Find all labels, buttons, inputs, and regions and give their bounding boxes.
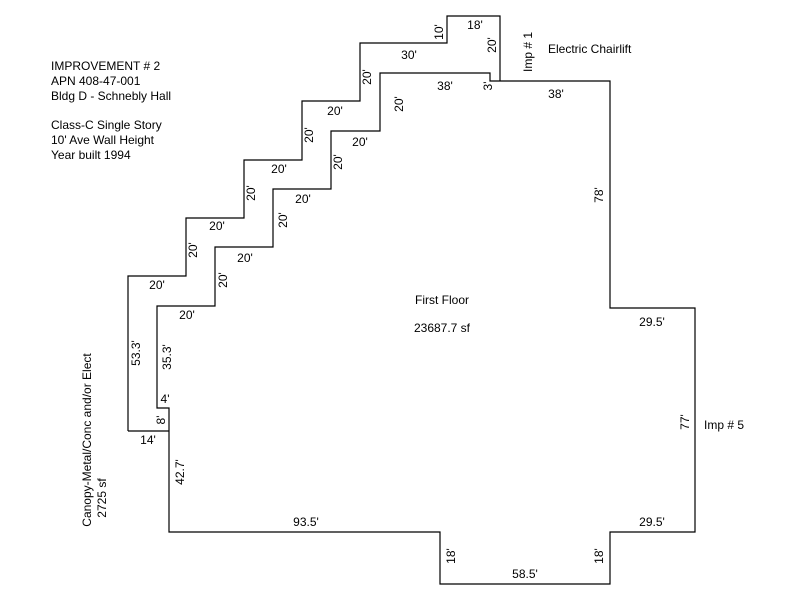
first-floor-label: First Floor — [415, 293, 469, 307]
imp5-label: Imp # 5 — [704, 418, 744, 432]
building-class: Class-C Single Story — [51, 118, 162, 132]
dim-20-imp1: 20' — [485, 37, 499, 53]
building-step-h1: 20' — [179, 308, 195, 322]
imp1-label: Imp # 1 — [521, 32, 535, 72]
canopy-step-v4: 20' — [360, 69, 374, 85]
dim-93-5: 93.5' — [293, 515, 319, 529]
canopy-step-v2: 20' — [244, 185, 258, 201]
electric-chairlift-label: Electric Chairlift — [548, 42, 632, 56]
building-step-v2: 20' — [276, 212, 290, 228]
building-name: Bldg D - Schnebly Hall — [51, 89, 172, 103]
building-step-v3: 20' — [331, 154, 345, 170]
dim-42-7: 42.7' — [173, 459, 187, 485]
building-step-h4: 20' — [352, 135, 368, 149]
year-built: Year built 1994 — [51, 148, 131, 162]
dim-18-top: 18' — [467, 18, 483, 32]
construction-info: Class-C Single Story 10' Ave Wall Height… — [51, 118, 162, 163]
dim-14: 14' — [140, 433, 156, 447]
canopy-step-v1: 20' — [186, 242, 200, 258]
wall-height: 10' Ave Wall Height — [51, 133, 155, 147]
dim-3: 3' — [481, 82, 495, 91]
dim-4: 4' — [161, 392, 170, 406]
canopy-step-h3: 20' — [271, 162, 287, 176]
canopy-step-v3: 20' — [302, 127, 316, 143]
first-floor-outline — [128, 72, 696, 585]
dim-38-left: 38' — [437, 79, 453, 93]
canopy-name-label: Canopy-Metal/Conc and/or Elect — [80, 353, 94, 527]
canopy-step-h4: 20' — [327, 104, 343, 118]
canopy-step-h1: 20' — [149, 278, 165, 292]
dim-10-top: 10' — [432, 24, 446, 40]
dim-78: 78' — [592, 187, 606, 203]
dim-58-5: 58.5' — [512, 567, 538, 581]
first-floor-area: 23687.7 sf — [414, 321, 471, 335]
building-step-v4: 20' — [392, 96, 406, 112]
dim-53-3: 53.3' — [129, 340, 143, 366]
improvement-info: IMPROVEMENT # 2 APN 408-47-001 Bldg D - … — [51, 59, 171, 104]
canopy-step-h2: 20' — [209, 219, 225, 233]
dim-77: 77' — [678, 414, 692, 430]
building-step-h2: 20' — [237, 251, 253, 265]
dim-8: 8' — [154, 416, 168, 425]
building-step-h3: 20' — [295, 192, 311, 206]
canopy-area-label: 2725 sf — [95, 478, 109, 518]
building-step-v1: 20' — [216, 272, 230, 288]
dim-18-right: 18' — [592, 548, 606, 564]
improvement-number: IMPROVEMENT # 2 — [51, 59, 161, 73]
dim-18-left: 18' — [444, 548, 458, 564]
canopy-outline — [127, 15, 501, 431]
dim-30: 30' — [401, 48, 417, 62]
dim-35-3: 35.3' — [160, 344, 174, 370]
apn-number: APN 408-47-001 — [51, 74, 141, 88]
dim-29-5-upper: 29.5' — [639, 315, 665, 329]
dim-29-5-lower: 29.5' — [639, 515, 665, 529]
dim-38-right: 38' — [548, 87, 564, 101]
